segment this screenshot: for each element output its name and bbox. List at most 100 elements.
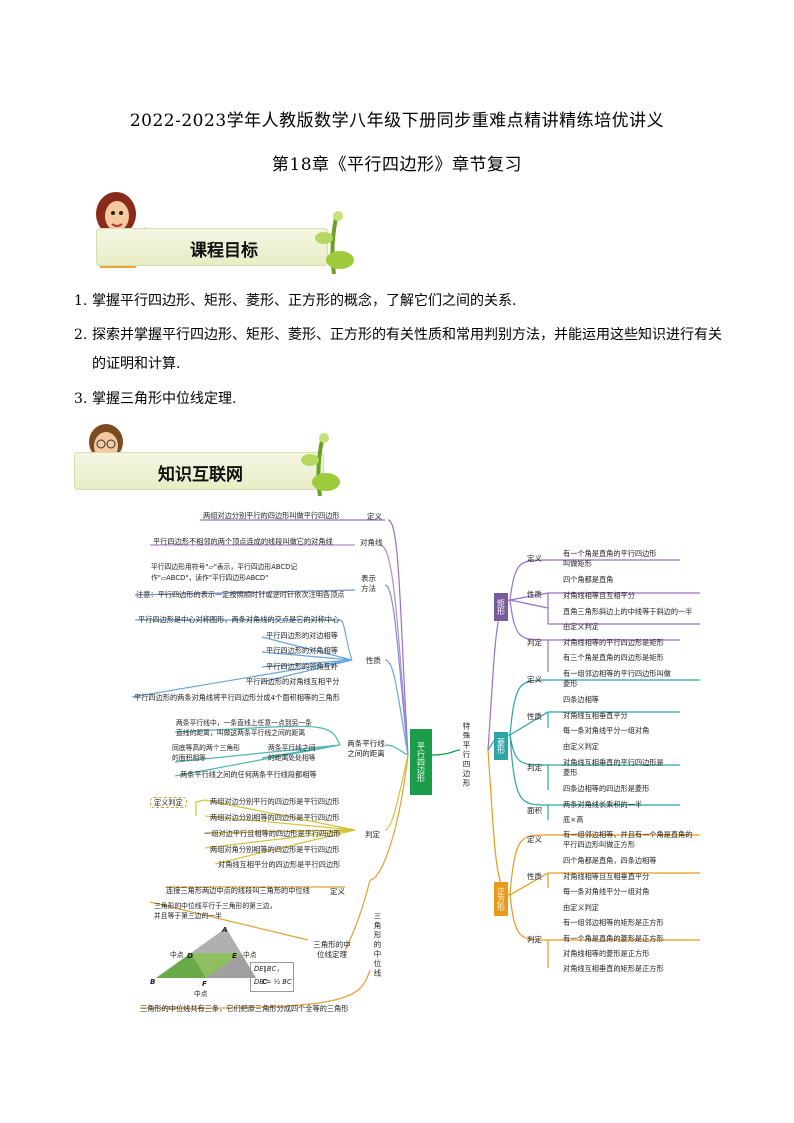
vertex-f: F: [202, 979, 207, 988]
rect-tag: 矩形: [494, 593, 508, 621]
rhombus-item: 对角线互相垂直平分: [563, 711, 628, 720]
dist-text: 的面积相等: [172, 754, 206, 762]
rect-item: 叫做矩形: [563, 559, 592, 568]
square-cat: 性质: [527, 872, 542, 881]
banner-knowledge-net: [74, 452, 324, 490]
square-item: 每一条对角线平分一组对角: [563, 887, 650, 896]
rhombus-cat: 定义: [527, 675, 542, 684]
rep-note: 注意：平行四边形的表示一定按照顺时针或逆时针依次注明各顶点: [136, 590, 345, 599]
mid-thm-label: 三角形的中位线定理: [313, 940, 351, 959]
rhombus-tag: 菱形: [494, 732, 508, 760]
square-cat: 判定: [527, 935, 542, 944]
square-item: 对角线互相垂直的矩形是正方形: [563, 964, 664, 973]
banner-knowledge-net-label: 知识互联网: [158, 465, 243, 485]
objective-text: 的证明和计算.: [92, 356, 181, 372]
rep-label: 表示方法: [361, 574, 376, 593]
formula-line: DE∥BC，: [254, 965, 284, 973]
document-title: 2022-2023学年人教版数学八年级下册同步重难点精讲精练培优讲义: [129, 111, 665, 131]
square-item: 有一组邻边相等的矩形是正方形: [563, 918, 664, 927]
leaf-vine-icon: [315, 211, 354, 274]
rep-text-2: 作"▱ABCD"，读作"平行四边形ABCD": [151, 574, 269, 582]
objective-text: 掌握三角形中位线定理.: [92, 391, 237, 407]
mid-thm-text: 并且等于第三边的一半: [154, 912, 222, 920]
prop-item: 平行四边形的对角相等: [266, 646, 338, 655]
rhombus-item: 有一组邻边相等的平行四边形叫做: [563, 669, 671, 678]
objective-number: 1.: [74, 293, 88, 309]
objective-number: 2.: [74, 327, 88, 343]
mindmap-lines: [131, 519, 700, 1009]
square-item: 对角线相等且互相垂直平分: [563, 872, 650, 881]
banner-course-goals-label: 课程目标: [190, 241, 258, 261]
square-tag: 正方形: [494, 882, 508, 916]
dist-text: 两条平行线之间: [268, 744, 316, 752]
prop-item: 平行四边形是中心对称图形，两条对角线的交点是它的对称中心: [138, 615, 340, 624]
judge-item: 两组对边分别相等的四边形是平行四边形: [210, 813, 340, 822]
def-label: 定义: [367, 512, 382, 521]
special-parallelogram-node: 特殊平行四边形: [462, 722, 471, 789]
rhombus-item: 四条边相等的四边形是菱形: [563, 784, 650, 793]
banner-course-goals: [96, 228, 328, 266]
objective-text: 探索并掌握平行四边形、矩形、菱形、正方形的有关性质和常用判别方法，并能运用这些知…: [92, 327, 722, 343]
midpoint-label: 中点: [243, 951, 257, 959]
midpoint-label: 中点: [170, 951, 184, 959]
mid-def-label: 定义: [330, 887, 345, 896]
rhombus-item: 每一条对角线平分一组对角: [563, 726, 650, 735]
dist-text: 两条平行线之间的任何两条平行线段都相等: [180, 770, 317, 779]
judge-tag: 定义判定: [150, 797, 187, 808]
rhombus-item: 四条边相等: [563, 695, 599, 704]
rect-item: 对角线相等的平行四边形是矩形: [563, 638, 664, 647]
square-item: 对角线相等的菱形是正方形: [563, 949, 650, 958]
rect-item: 由定义判定: [563, 622, 599, 631]
square-item: 平行四边形叫做正方形: [563, 840, 635, 849]
mid-thm-text: 三角形的中位线平行于三角形的第三边，: [154, 902, 277, 910]
chapter-title: 第18章《平行四边形》章节复习: [271, 155, 523, 175]
square-item: 四个角都是直角，四条边相等: [563, 856, 657, 865]
square-item: 有一个角是直角的菱形是正方形: [563, 934, 664, 943]
leaf-vine-icon: [301, 433, 340, 496]
dist-text: 的距离处处相等: [268, 754, 316, 762]
midline-node: 三角形的中位线: [373, 912, 382, 979]
square-item: 有一组邻边相等，并且有一个角是直角的: [563, 830, 693, 839]
dist-text: 两条平行线中，一条直线上任意一点到另一条: [176, 719, 312, 727]
midpoint-label: 中点: [194, 990, 208, 998]
judge-item: 两组对边分别平行的四边形是平行四边形: [210, 797, 340, 806]
judge-item: 对角线互相平分的四边形是平行四边形: [218, 860, 341, 869]
judge-item: 一组对边平行且相等的四边形是平行四边形: [204, 829, 341, 838]
rect-item: 对角线相等且互相平分: [563, 591, 635, 600]
rhombus-item: 对角线互相垂直的平行四边形是: [563, 758, 664, 767]
prop-item: 平行四边形的对角线互相平分: [246, 677, 340, 686]
rect-item: 有三个角是直角的四边形是矩形: [563, 653, 664, 662]
judge-label: 判定: [365, 830, 380, 839]
judge-item: 两组对角分别相等的四边形是平行四边形: [210, 845, 340, 854]
center-node: 平行四边形: [410, 729, 432, 795]
mid-def: 连接三角形两边中点的线段叫三角形的中位线: [166, 886, 310, 895]
midline-triangle-figure: [156, 928, 256, 978]
prop-label: 性质: [366, 656, 381, 665]
diag-text: 平行四边形不相邻的两个顶点连成的线段叫做它的对角线: [153, 537, 333, 546]
rect-cat: 定义: [527, 554, 542, 563]
rhombus-cat: 性质: [527, 712, 542, 721]
square-item: 由定义判定: [563, 903, 599, 912]
dist-text: 直线的距离，叫做这两条平行线之间的距离: [176, 729, 306, 737]
rect-cat: 判定: [527, 638, 542, 647]
diag-label: 对角线: [360, 538, 383, 547]
rhombus-cat: 判定: [527, 763, 542, 772]
objective-text: 掌握平行四边形、矩形、菱形、正方形的概念，了解它们之间的关系.: [92, 293, 517, 309]
formula-box: DE∥BC， DE = ½ BC: [250, 962, 294, 992]
vertex-e: E: [232, 951, 237, 960]
mid-note: 三角形的中位线共有三条，它们把原三角形分成四个全等的三角形: [140, 1004, 349, 1013]
rhombus-item: 由定义判定: [563, 742, 599, 751]
rhombus-cat: 面积: [527, 806, 542, 815]
rhombus-item: 两条对角线长乘积的一半: [563, 800, 643, 809]
prop-item: 平行四边形的两条对角线将平行四边形分成4个面积相等的三角形: [134, 693, 340, 702]
prop-item: 平行四边形的邻角互补: [266, 662, 338, 671]
rect-item: 有一个角是直角的平行四边形: [563, 549, 657, 558]
def-text: 两组对边分别平行的四边形叫做平行四边形: [203, 511, 340, 520]
square-cat: 定义: [527, 835, 542, 844]
rep-text-1: 平行四边形用符号"▱"表示，平行四边形ABCD记: [151, 563, 298, 571]
formula-line: DE = ½ BC: [254, 978, 292, 986]
dist-label: 两条平行线之间的距离: [347, 739, 385, 758]
rhombus-item: 菱形: [563, 768, 578, 777]
vertex-a: A: [222, 925, 228, 934]
rhombus-item: 菱形: [563, 679, 578, 688]
